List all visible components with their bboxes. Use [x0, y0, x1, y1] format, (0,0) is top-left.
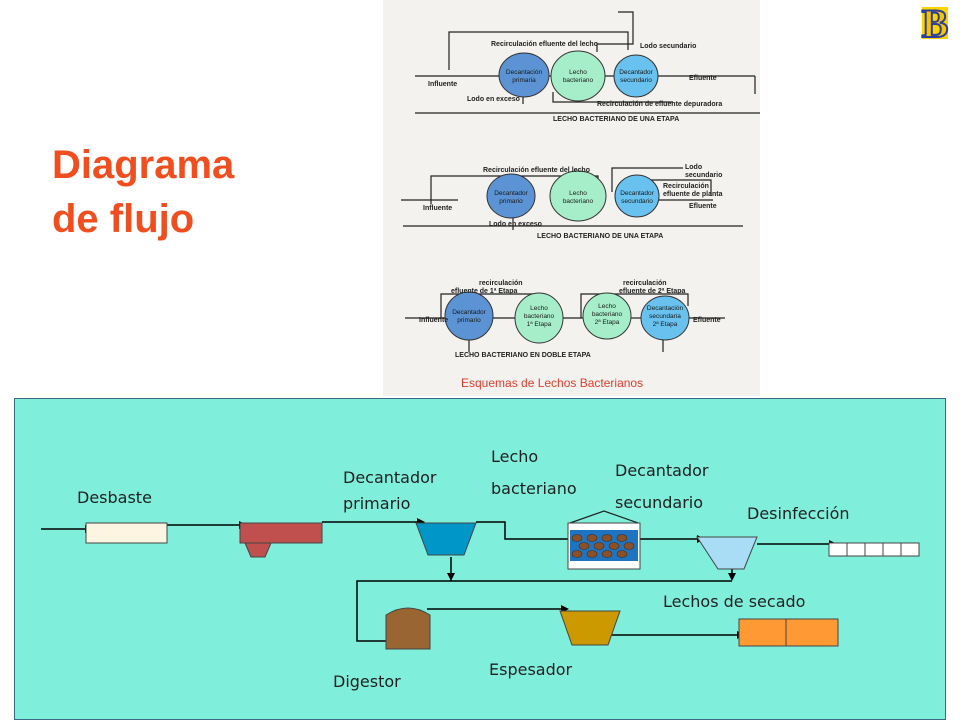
label-lechos-secado: Lechos de secado	[663, 592, 806, 611]
logo-letter: B	[922, 4, 949, 42]
disinfection-channel	[828, 542, 920, 557]
s3-primary-clarifier	[444, 291, 494, 341]
s2-lecho-l1: Lecho	[569, 190, 587, 197]
s1-dec-primario-l2: primaria	[512, 77, 536, 84]
secondary-clarifier	[696, 536, 758, 570]
s3-lecho2-l1: Lecho	[598, 303, 616, 310]
s2-recirc-planta-l1: Recirculación	[663, 183, 709, 190]
label-decantador-secundario-l2: secundario	[615, 493, 704, 512]
s3-dec-sec-l1: Decantación	[647, 305, 684, 312]
label-decantador-secundario-l1: Decantador	[615, 461, 709, 480]
s1-recirc-top: Recirculación efluente del lecho	[491, 41, 598, 48]
label-lecho-l2: bacteriano	[491, 479, 577, 498]
s2-dec-sec-l1: Decantador	[620, 190, 654, 197]
s1-lodo-sec: Lodo secundario	[640, 43, 696, 50]
desbaste-unit	[85, 522, 168, 544]
s3-bed-1	[514, 292, 564, 344]
grit-chamber	[239, 522, 323, 558]
drying-beds	[738, 618, 839, 647]
s2-secondary-clarifier	[614, 174, 660, 218]
s2-dec-primario-l2: primario	[499, 198, 523, 205]
s2-lodo-exceso: Lodo en exceso	[489, 221, 542, 228]
s1-lecho-l1: Lecho	[569, 69, 587, 76]
s1-dec-primario-l1: Decantación	[506, 69, 543, 76]
s1-recirc-depuradora: Recirculación de efluente depuradora	[597, 101, 722, 108]
thickener-tank	[559, 610, 621, 646]
s1-dec-sec-l1: Decantador	[619, 69, 653, 76]
s1-dec-sec-l2: secundario	[620, 77, 652, 84]
s3-lecho1-l2: bacteriano	[524, 313, 555, 320]
schemes-caption: Esquemas de Lechos Bacterianos	[461, 376, 643, 390]
label-desbaste: Desbaste	[77, 488, 152, 507]
s2-footer: LECHO BACTERIANO DE UNA ETAPA	[537, 233, 663, 240]
process-flow-panel: Desbaste Decantador primario Lecho bacte…	[14, 398, 946, 720]
s3-dec-sec-l2: secundaria	[649, 313, 681, 320]
schemes-figure: Decantación primaria Lecho bacteriano De…	[383, 0, 760, 396]
label-decantador-primario-l1: Decantador	[343, 468, 437, 487]
s3-lecho2-l2: bacteriano	[592, 311, 623, 318]
s1-efluente: Efluente	[689, 75, 717, 82]
s3-recirc1-l2: efluente de 1ª Etapa	[451, 288, 517, 295]
s2-lecho-l2: bacteriano	[563, 198, 594, 205]
s1-lodo-exceso: Lodo en exceso	[467, 96, 520, 103]
s2-influente: Influente	[423, 205, 452, 212]
s3-bed-2	[582, 292, 632, 340]
page-title: Diagrama de flujo	[52, 138, 234, 246]
s3-efluente: Efluente	[693, 317, 721, 324]
s2-primary-clarifier	[486, 173, 536, 219]
s1-footer: LECHO BACTERIANO DE UNA ETAPA	[553, 116, 679, 123]
s3-lecho2-l3: 2ª Etapa	[595, 319, 620, 326]
s2-recirc-top: Recirculación efluente del lecho	[483, 167, 590, 174]
s3-lecho1-l3: 1ª Etapa	[527, 321, 552, 328]
s1-primary-clarifier	[498, 52, 550, 98]
s1-lecho-l2: bacteriano	[563, 77, 594, 84]
s2-dec-sec-l2: secundario	[621, 198, 653, 205]
label-espesador: Espesador	[489, 660, 573, 679]
bacterial-bed	[567, 510, 641, 570]
s2-dec-primario-l1: Decantador	[494, 190, 528, 197]
s3-recirc2-l1: recirculación	[623, 280, 667, 287]
main-flow-lines	[41, 521, 829, 642]
s2-efluente: Efluente	[689, 203, 717, 210]
s2-recirc-planta-l2: efluente de planta	[663, 191, 723, 198]
s3-footer: LECHO BACTERIANO EN DOBLE ETAPA	[455, 352, 591, 359]
label-decantador-primario: Decantador primario	[343, 465, 437, 517]
s3-influente: Influente	[419, 317, 448, 324]
label-decantador-primario-l2: primario	[343, 494, 411, 513]
label-lecho-bacteriano: Lecho bacteriano	[491, 441, 577, 505]
corner-logo: B	[918, 0, 952, 47]
label-desinfeccion: Desinfección	[747, 504, 850, 523]
s2-bacterial-bed	[549, 170, 607, 222]
s3-secondary-clarifier	[640, 295, 690, 341]
s3-dec-sec-l3: 2ª Etapa	[653, 321, 678, 328]
title-line-1: Diagrama	[52, 143, 235, 187]
logo-b-icon: B	[921, 0, 950, 47]
label-lecho-l1: Lecho	[491, 447, 539, 466]
label-decantador-secundario: Decantador secundario	[615, 455, 709, 519]
s3-recirc1-l1: recirculación	[479, 280, 523, 287]
s1-secondary-clarifier	[613, 54, 659, 98]
digester-tank	[385, 607, 431, 650]
s1-influente: Influente	[428, 81, 457, 88]
s3-dec-primario-l1: Decantador	[452, 309, 486, 316]
label-digestor: Digestor	[333, 672, 401, 691]
s2-lodo-l1: Lodo	[685, 164, 702, 171]
s3-lecho1-l1: Lecho	[530, 305, 548, 312]
title-line-2: de flujo	[52, 197, 195, 241]
s1-bacterial-bed	[550, 50, 606, 102]
s2-lodo-l2: secundario	[685, 172, 722, 179]
s3-dec-primario-l2: primario	[457, 317, 481, 324]
primary-clarifier	[415, 522, 477, 556]
s3-recirc2-l2: efluente de 2ª Etapa	[619, 288, 685, 295]
